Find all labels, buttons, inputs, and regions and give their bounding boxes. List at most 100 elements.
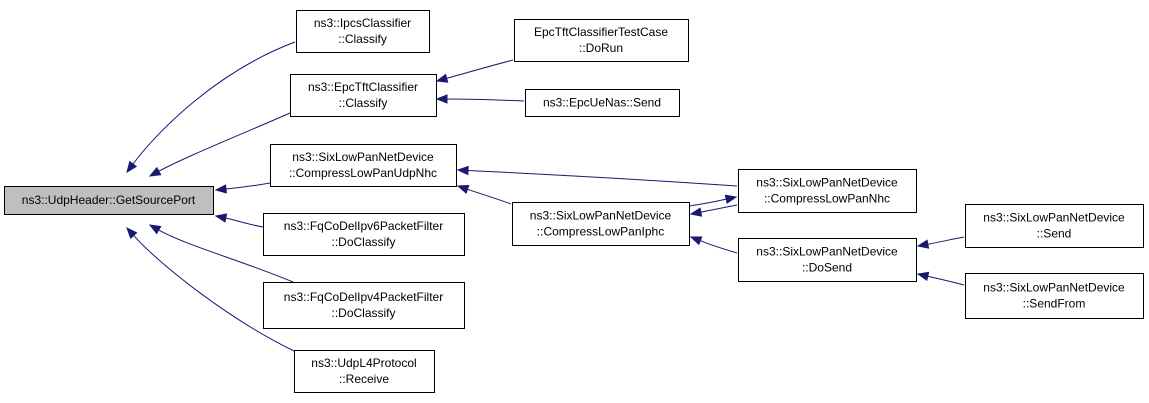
edge-line: [446, 98, 525, 102]
node-label: ::Receive: [339, 372, 389, 386]
node-label: ::Classify: [338, 32, 387, 46]
node-label: EpcTftClassifierTestCase: [534, 25, 668, 39]
node-box: [263, 282, 465, 329]
node-sixlowpan_compress_udpnhc[interactable]: ns3::SixLowPanNetDevice::CompressLowPanU…: [270, 144, 457, 187]
node-sixlowpan_send[interactable]: ns3::SixLowPanNetDevice::Send: [965, 204, 1144, 248]
edge-arrowhead: [148, 166, 162, 177]
edge-epctft_classify-to-udp_getsourceport: [148, 112, 291, 177]
node-box: [738, 169, 917, 213]
edge-arrowhead: [456, 165, 469, 176]
edge-sixlowpan_compress_nhc-to-sixlowpan_compress_udpnhc: [456, 165, 738, 187]
edge-sixlowpan_dosend-to-sixlowpan_compress_iphc: [689, 236, 738, 254]
node-box: [965, 273, 1144, 319]
edge-arrowhead: [126, 226, 138, 239]
node-box: [4, 186, 214, 215]
node-label: ns3::EpcUeNas::Send: [543, 96, 661, 110]
edge-line: [225, 182, 271, 190]
node-label: ::CompressLowPanNhc: [764, 192, 890, 206]
node-label: ns3::FqCoDelIpv6PacketFilter: [284, 219, 443, 233]
edge-ipcs_classify-to-udp_getsourceport: [126, 41, 296, 174]
node-box: [296, 10, 430, 53]
edge-sixlowpan_send-to-sixlowpan_dosend: [916, 236, 965, 249]
node-udp_getsourceport[interactable]: ns3::UdpHeader::GetSourcePort: [4, 186, 214, 215]
edge-line: [225, 217, 264, 228]
edge-arrowhead: [689, 236, 703, 246]
edge-udpl4_receive-to-udp_getsourceport: [126, 226, 295, 352]
node-label: ns3::SixLowPanNetDevice: [756, 245, 898, 259]
edge-arrowhead: [916, 239, 930, 249]
node-label: ns3::SixLowPanNetDevice: [292, 150, 434, 164]
node-box: [965, 204, 1144, 248]
node-box: [294, 350, 435, 393]
node-fqcodel_ipv6_doclassify[interactable]: ns3::FqCoDelIpv6PacketFilter::DoClassify: [263, 213, 465, 256]
edge-sixlowpan_compress_iphc-to-sixlowpan_compress_udpnhc: [456, 184, 512, 205]
node-box: [738, 238, 917, 282]
node-box: [263, 213, 465, 256]
edge-line: [467, 169, 738, 187]
node-box: [290, 74, 437, 117]
node-box: [512, 202, 690, 246]
edge-arrowhead: [214, 213, 228, 223]
edge-epcuenas_send-to-epctft_classify: [435, 94, 525, 104]
edge-line: [133, 235, 295, 352]
node-sixlowpan_dosend[interactable]: ns3::SixLowPanNetDevice::DoSend: [738, 238, 917, 282]
edges-layer: [126, 41, 965, 352]
edge-arrowhead: [126, 160, 138, 174]
node-label: ::CompressLowPanUdpNhc: [289, 166, 437, 180]
node-ipcs_classify[interactable]: ns3::IpcsClassifier::Classify: [296, 10, 430, 53]
node-label: ::Classify: [339, 96, 388, 110]
edge-line: [700, 240, 738, 254]
edge-line: [132, 41, 296, 165]
edge-arrowhead: [724, 194, 738, 204]
edge-fqcodel_ipv6_doclassify-to-udp_getsourceport: [214, 213, 264, 228]
edge-fqcodel_ipv4_doclassify-to-udp_getsourceport: [148, 224, 294, 283]
node-label: ns3::FqCoDelIpv4PacketFilter: [284, 290, 443, 304]
node-box: [514, 19, 689, 62]
edge-line: [467, 188, 512, 205]
edge-sixlowpan_compress_nhc-to-sixlowpan_compress_iphc: [689, 204, 738, 217]
node-label: ns3::EpcTftClassifier: [308, 80, 418, 94]
edge-line: [158, 112, 291, 172]
node-label: ::CompressLowPanIphc: [537, 225, 664, 239]
node-label: ns3::UdpHeader::GetSourcePort: [22, 193, 196, 207]
edge-sixlowpan_compress_udpnhc-to-udp_getsourceport: [214, 182, 271, 194]
edge-arrowhead: [148, 224, 162, 235]
node-label: ns3::SixLowPanNetDevice: [756, 176, 898, 190]
edge-line: [700, 204, 738, 213]
node-epcuenas_send[interactable]: ns3::EpcUeNas::Send: [525, 89, 680, 117]
edge-line: [446, 59, 514, 79]
edge-arrowhead: [435, 73, 449, 83]
node-fqcodel_ipv4_doclassify[interactable]: ns3::FqCoDelIpv4PacketFilter::DoClassify: [263, 282, 465, 329]
node-epctft_classify[interactable]: ns3::EpcTftClassifier::Classify: [290, 74, 437, 117]
node-udpl4_receive[interactable]: ns3::UdpL4Protocol::Receive: [294, 350, 435, 393]
node-box: [525, 89, 680, 117]
edge-arrowhead: [435, 94, 448, 104]
edge-sixlowpan_sendfrom-to-sixlowpan_dosend: [916, 271, 965, 286]
node-label: ::SendFrom: [1023, 297, 1086, 311]
node-label: ns3::SixLowPanNetDevice: [983, 211, 1125, 225]
edge-arrowhead: [214, 184, 227, 194]
edge-sixlowpan_compress_iphc-to-sixlowpan_compress_nhc: [688, 194, 738, 207]
node-label: ns3::IpcsClassifier: [314, 16, 411, 30]
edge-arrowhead: [456, 184, 470, 194]
node-label: ::Send: [1037, 227, 1072, 241]
edge-arrowhead: [916, 271, 930, 281]
node-sixlowpan_compress_nhc[interactable]: ns3::SixLowPanNetDevice::CompressLowPanN…: [738, 169, 917, 213]
edge-epctft_test_dorun-to-epctft_classify: [435, 59, 514, 83]
node-epctft_test_dorun[interactable]: EpcTftClassifierTestCase::DoRun: [514, 19, 689, 62]
node-sixlowpan_compress_iphc[interactable]: ns3::SixLowPanNetDevice::CompressLowPanI…: [512, 202, 690, 246]
node-label: ::DoClassify: [331, 306, 395, 320]
edge-arrowhead: [689, 207, 703, 217]
edge-line: [688, 198, 727, 207]
node-label: ns3::SixLowPanNetDevice: [530, 209, 672, 223]
node-box: [270, 144, 457, 187]
node-label: ::DoSend: [802, 261, 852, 275]
node-label: ::DoClassify: [331, 235, 395, 249]
node-sixlowpan_sendfrom[interactable]: ns3::SixLowPanNetDevice::SendFrom: [965, 273, 1144, 319]
node-label: ns3::UdpL4Protocol: [311, 356, 416, 370]
node-label: ::DoRun: [579, 41, 623, 55]
node-label: ns3::SixLowPanNetDevice: [983, 281, 1125, 295]
nodes-layer: ns3::UdpHeader::GetSourcePort ns3::IpcsCl…: [4, 10, 1144, 393]
edge-line: [927, 236, 965, 245]
